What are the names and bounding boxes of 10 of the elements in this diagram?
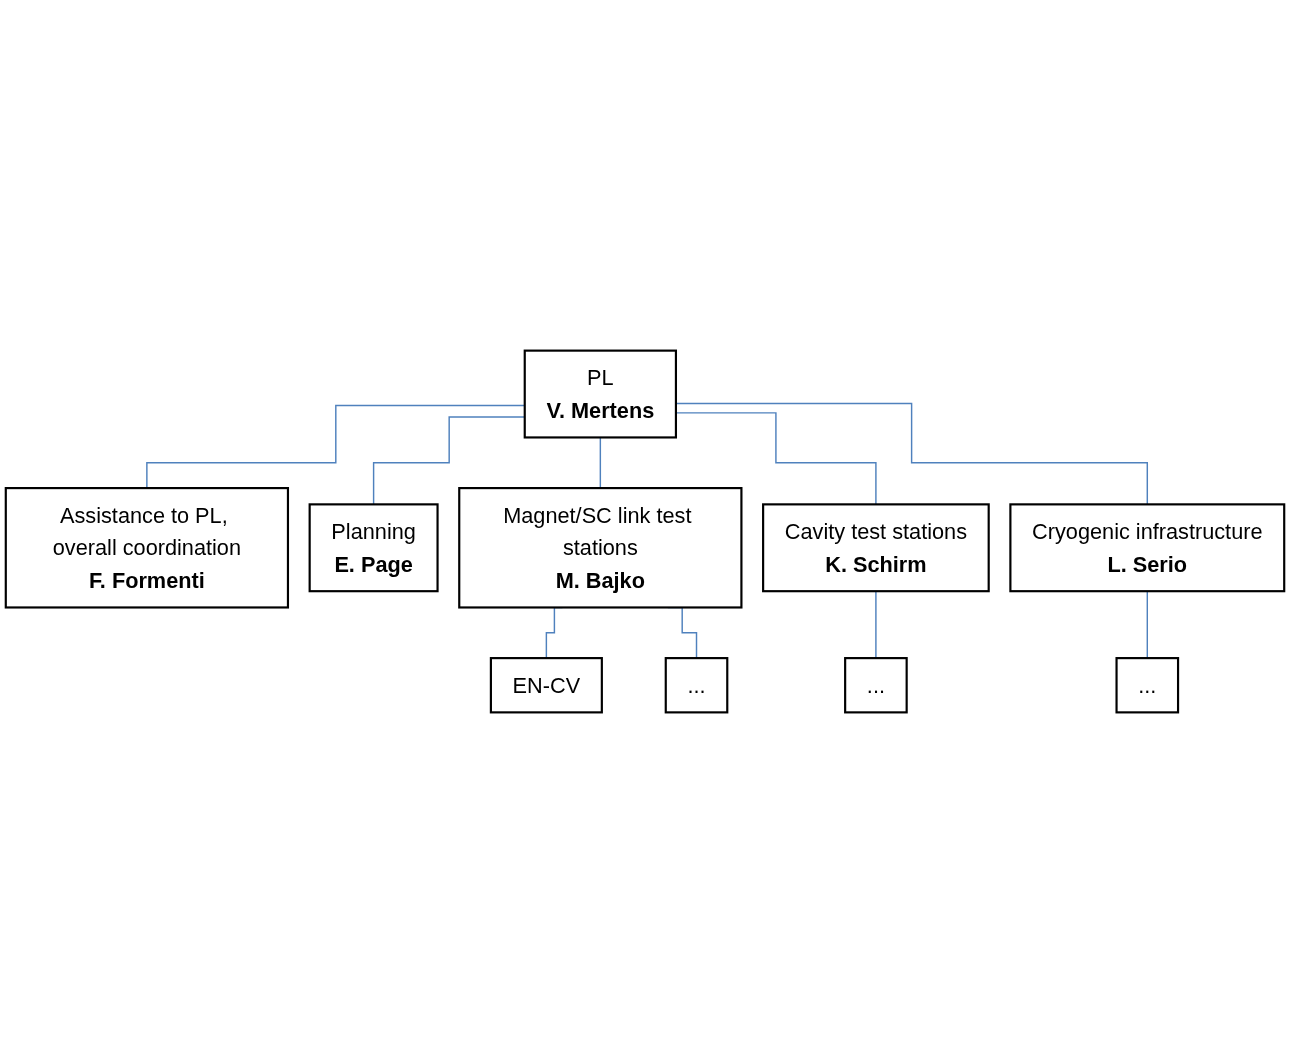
node-box: Planning E. Page — [308, 503, 439, 593]
node-box: Cavity test stations K. Schirm — [762, 503, 990, 593]
node-box: Assistance to PL, overall coordination F. Formenti — [4, 487, 290, 609]
node-box: Cryogenic infrastructure L. Serio — [1009, 503, 1286, 593]
node-box: ... — [1115, 657, 1180, 714]
node-box: EN-CV — [489, 657, 603, 714]
node-box: PL V. Mertens — [523, 349, 677, 439]
node-box: Magnet/SC link test stations M. Bajko — [458, 487, 743, 609]
node-box: ... — [664, 657, 729, 714]
node-box: ... — [844, 657, 908, 714]
